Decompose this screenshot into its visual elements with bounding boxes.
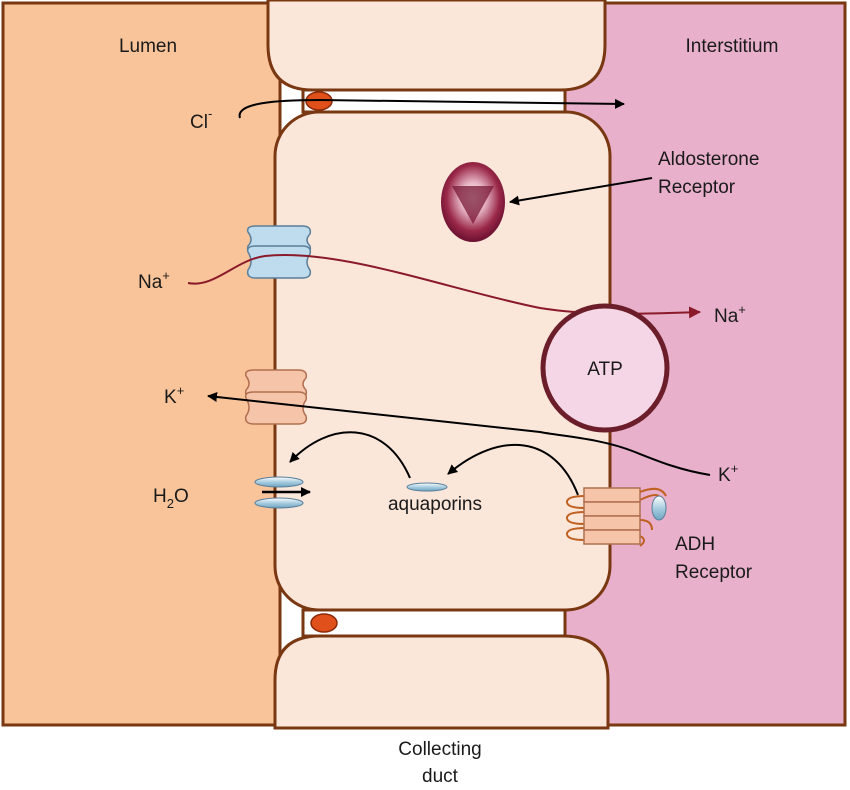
aquaporin-trafficking-arrow-2 bbox=[289, 431, 411, 479]
tight-junction-strip-bottom bbox=[301, 608, 567, 638]
na-lumen-label: Na+ bbox=[138, 268, 170, 293]
k-lumen-label: K+ bbox=[164, 383, 184, 408]
atp-pump bbox=[540, 303, 670, 433]
adh-receptor-icon bbox=[565, 487, 667, 547]
aquaporin-channel-icon bbox=[254, 476, 304, 509]
potassium-channel-icon bbox=[244, 369, 308, 425]
aquaporin-vesicle-icon bbox=[406, 482, 448, 492]
lumen-region bbox=[1, 1, 282, 727]
cl-arrow bbox=[238, 98, 625, 119]
k-arrow bbox=[207, 391, 711, 476]
sodium-channel-icon bbox=[246, 225, 312, 279]
aldosterone-receptor-icon bbox=[441, 162, 505, 242]
interstitium-label: Interstitium bbox=[686, 36, 779, 57]
caption-line1: Collecting bbox=[398, 739, 481, 760]
adh-receptor-label-line2: Receptor bbox=[675, 562, 753, 583]
cl-label: Cl- bbox=[190, 106, 212, 133]
lumen-label: Lumen bbox=[119, 36, 177, 57]
aldosterone-arrow bbox=[509, 177, 653, 206]
caption-line2: duct bbox=[422, 766, 459, 787]
k-interstitium-label: K+ bbox=[718, 461, 738, 486]
top-cell bbox=[266, 0, 607, 92]
aldosterone-receptor-label-line1: Aldosterone bbox=[658, 149, 759, 170]
atp-label: ATP bbox=[587, 359, 623, 380]
adh-receptor-label-line1: ADH bbox=[675, 534, 715, 555]
na-interstitium-label: Na+ bbox=[714, 302, 746, 327]
bottom-cell bbox=[273, 634, 610, 730]
aldosterone-receptor-label-line2: Receptor bbox=[658, 177, 736, 198]
aquaporins-label: aquaporins bbox=[388, 494, 482, 515]
water-label: H2O bbox=[153, 486, 189, 511]
tight-junction-bottom bbox=[310, 613, 338, 633]
aquaporin-trafficking-arrow-1 bbox=[447, 443, 579, 496]
